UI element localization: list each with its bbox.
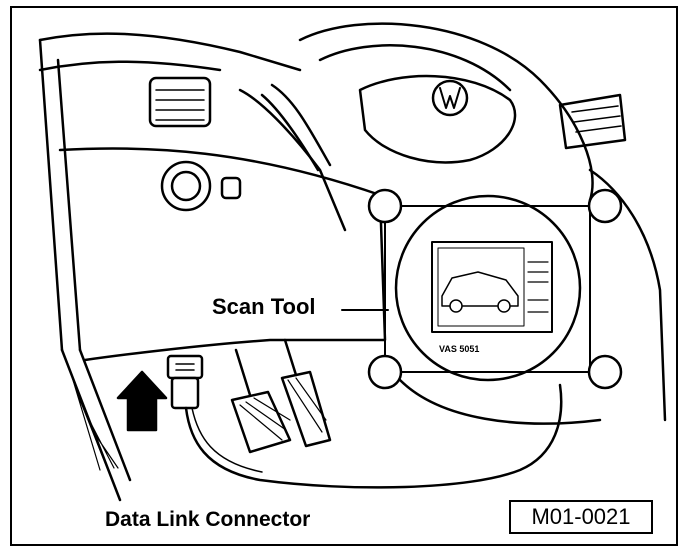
dashboard-edge [38, 60, 222, 72]
accelerator-pedal [280, 370, 332, 448]
right-vent [558, 93, 627, 150]
light-switch [160, 160, 212, 212]
steering-wheel [298, 22, 594, 202]
center-console [588, 168, 667, 422]
a-pillar [38, 38, 82, 352]
vw-logo [431, 79, 469, 117]
vas-model-label: VAS 5051 [439, 344, 480, 354]
callout-corner-br [587, 354, 623, 390]
callout-corner-bl [367, 354, 403, 390]
air-vent [148, 76, 212, 128]
wheel-hub [358, 74, 517, 164]
dlc-arrow [116, 370, 168, 432]
scan-tool-label: Scan Tool [212, 294, 316, 319]
callout-corner-tr [587, 188, 623, 224]
dashboard-top [38, 32, 302, 72]
dash-panel [58, 147, 387, 362]
data-link-connector-label: Data Link Connector [105, 508, 311, 531]
dlc-plug [166, 354, 204, 380]
dimmer-knob [220, 176, 242, 200]
door-sill [60, 348, 132, 502]
wiper-stalk [260, 93, 320, 172]
figure-id-box: M01-0021 [509, 500, 653, 534]
steering-column [238, 88, 347, 232]
callout-corner-tl [367, 188, 403, 224]
diagnostic-cable [184, 383, 563, 489]
